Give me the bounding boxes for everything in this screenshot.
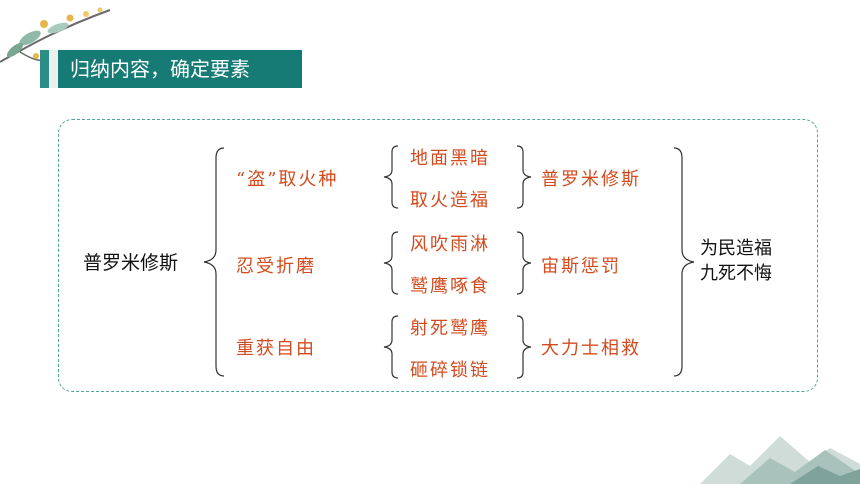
conclusion-line: 为民造福: [700, 238, 772, 259]
page-title: 归纳内容，确定要素: [58, 50, 302, 88]
event-label: “盗”取火种: [236, 169, 339, 190]
detail-label: 风吹雨淋: [410, 234, 490, 255]
subject-label: 普罗米修斯: [83, 252, 179, 274]
content-frame: [58, 119, 818, 392]
detail-label: 射死鹫鹰: [410, 318, 490, 339]
result-label: 宙斯惩罚: [541, 256, 621, 277]
detail-label: 砸碎锁链: [410, 360, 490, 381]
detail-label: 鹫鹰啄食: [410, 276, 490, 297]
event-label: 忍受折磨: [236, 256, 316, 277]
conclusion-line: 九死不悔: [700, 263, 772, 284]
result-label: 大力士相救: [541, 338, 641, 359]
mountain-decoration: [700, 436, 860, 484]
detail-label: 地面黑暗: [410, 148, 490, 169]
event-label: 重获自由: [236, 338, 316, 359]
result-label: 普罗米修斯: [541, 169, 641, 190]
flower-branch-decoration: [0, 7, 111, 63]
title-accent-bar: [40, 50, 49, 88]
detail-label: 取火造福: [410, 190, 490, 211]
